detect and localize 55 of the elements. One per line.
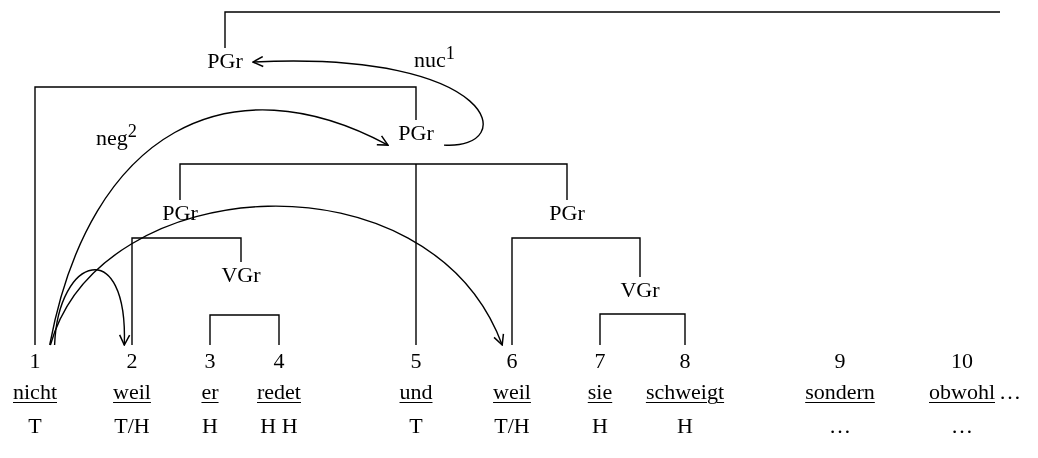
tree-branch-line bbox=[415, 163, 568, 201]
token-number: 4 bbox=[272, 348, 286, 374]
word: nicht bbox=[12, 379, 58, 405]
phrase-label: VGr bbox=[612, 277, 668, 314]
token-number: 3 bbox=[203, 348, 217, 374]
token-number: 8 bbox=[678, 348, 692, 374]
token-number: 6 bbox=[505, 348, 519, 374]
tree-branch-line bbox=[179, 163, 417, 201]
word: weil bbox=[112, 379, 152, 405]
tree-branch-line bbox=[511, 237, 568, 346]
phrase-label: PGr bbox=[197, 48, 253, 87]
word: schweigt bbox=[644, 379, 726, 405]
word: sie bbox=[586, 379, 614, 405]
tree-branch-line bbox=[566, 237, 641, 278]
tree-branch-line bbox=[131, 237, 181, 346]
token-number: 2 bbox=[125, 348, 139, 374]
tag-label: T/H bbox=[113, 413, 151, 439]
tag-label: T/H bbox=[493, 413, 531, 439]
tree-branch-line bbox=[599, 313, 641, 346]
tag-label: H bbox=[591, 413, 609, 439]
token-number: 9 bbox=[833, 348, 847, 374]
word: redet bbox=[256, 379, 302, 405]
word: weil bbox=[492, 379, 532, 405]
dependency-arrow bbox=[49, 205, 503, 346]
tag-label: T bbox=[27, 413, 43, 439]
token-number: 10 bbox=[950, 348, 974, 374]
dependency-arrow bbox=[49, 109, 389, 346]
phrase-label: PGr bbox=[539, 200, 595, 238]
tree-branch-line bbox=[34, 86, 226, 346]
token-number: 1 bbox=[28, 348, 42, 374]
tree-branch-line bbox=[240, 314, 280, 346]
token-number: 7 bbox=[593, 348, 607, 374]
tag-label: H bbox=[201, 413, 219, 439]
ellipsis: … bbox=[999, 379, 1021, 405]
tag-label: H bbox=[676, 413, 694, 439]
tag-label: … bbox=[950, 413, 974, 439]
word: obwohl bbox=[928, 379, 996, 405]
dependency-arrow bbox=[252, 56, 484, 146]
tree-branch-line bbox=[224, 86, 417, 121]
tree-branch-line bbox=[415, 163, 417, 346]
phrase-label: PGr bbox=[388, 120, 444, 164]
tree-branch-line bbox=[179, 237, 242, 263]
dependency-arrow bbox=[53, 269, 130, 346]
tag-label: H H bbox=[259, 413, 299, 439]
word: er bbox=[200, 379, 220, 405]
phrase-label: PGr bbox=[152, 200, 208, 238]
tag-label: … bbox=[828, 413, 852, 439]
tag-label: T bbox=[408, 413, 424, 439]
phrase-label: VGr bbox=[213, 262, 269, 315]
word: sondern bbox=[804, 379, 876, 405]
tree-branch-line bbox=[639, 313, 686, 346]
tree-branch-line bbox=[224, 11, 1001, 49]
word: und bbox=[398, 379, 434, 405]
tree-branch-line bbox=[209, 314, 242, 346]
token-number: 5 bbox=[409, 348, 423, 374]
